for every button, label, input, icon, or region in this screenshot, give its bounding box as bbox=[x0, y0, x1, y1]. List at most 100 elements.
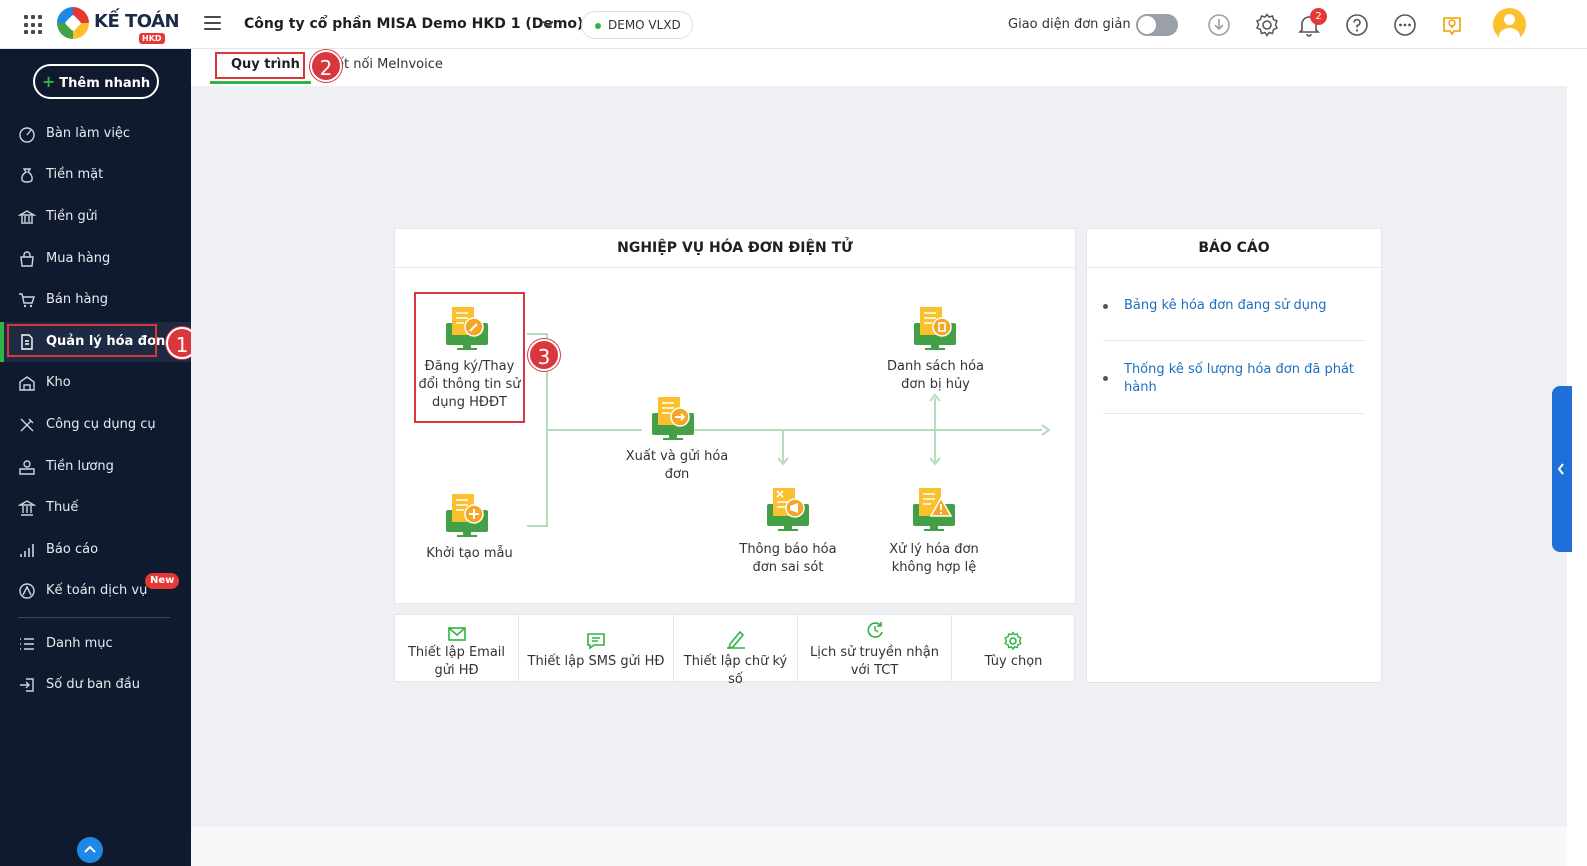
tab-meinvoice[interactable]: ết nối MeInvoice bbox=[336, 57, 443, 72]
right-edge-area bbox=[1567, 49, 1587, 866]
invoice-icon bbox=[21, 334, 33, 350]
email-icon bbox=[448, 627, 466, 641]
shopping-bag-icon bbox=[20, 251, 34, 267]
misa-logo-icon bbox=[57, 7, 89, 39]
notification-badge: 2 bbox=[1310, 8, 1327, 25]
node-label: Xử lý hóa đơn không hợp lệ bbox=[889, 542, 979, 575]
node-error-notice[interactable]: Thông báo hóa đơn sai sót bbox=[730, 486, 846, 576]
database-name: DEMO VLXD bbox=[608, 18, 681, 32]
invoice-warning-icon bbox=[913, 488, 955, 531]
sidebar-item-tools[interactable]: Công cụ dụng cụ bbox=[0, 405, 191, 445]
sidebar-item-cash[interactable]: Tiền mặt bbox=[0, 155, 191, 195]
sidebar-item-label: Bán hàng bbox=[46, 292, 108, 307]
chevron-up-icon[interactable] bbox=[77, 837, 103, 863]
node-cancelled-invoice-list[interactable]: Danh sách hóa đơn bị hủy bbox=[880, 305, 991, 395]
tab-workflow[interactable]: Quy trình bbox=[231, 57, 300, 72]
invoice-edit-icon bbox=[446, 307, 488, 350]
sidebar-item-sales[interactable]: Bán hàng bbox=[0, 280, 191, 320]
node-invalid-invoice-handling[interactable]: Xử lý hóa đơn không hợp lệ bbox=[880, 486, 988, 576]
sidebar-item-label: Bàn làm việc bbox=[46, 126, 131, 141]
help-icon[interactable] bbox=[1344, 12, 1370, 38]
download-icon[interactable] bbox=[1206, 12, 1232, 38]
arrow-up-icon bbox=[929, 393, 941, 402]
report-link-label: Thống kê số lượng hóa đơn đã phát hành bbox=[1124, 362, 1355, 395]
sidebar-item-deposit[interactable]: Tiền gửi bbox=[0, 197, 191, 237]
company-selector[interactable]: Công ty cổ phần MISA Demo HKD 1 (Demo) bbox=[244, 16, 584, 32]
menu-toggle-icon[interactable] bbox=[204, 16, 221, 30]
sidebar-item-label: Thuế bbox=[46, 500, 79, 515]
tool-label: Thiết lập Email gửi HĐ bbox=[407, 645, 506, 678]
sidebar-item-tax[interactable]: Thuế bbox=[0, 488, 191, 528]
bullet-icon bbox=[1103, 304, 1108, 309]
tool-digital-signature[interactable]: Thiết lập chữ ký số bbox=[674, 615, 798, 687]
sidebar-item-reports[interactable]: Báo cáo bbox=[0, 530, 191, 570]
salary-icon bbox=[19, 460, 35, 475]
node-label: Khởi tạo mẫu bbox=[426, 546, 513, 561]
tool-email-setup[interactable]: Thiết lập Email gửi HĐ bbox=[395, 615, 519, 681]
node-label: Danh sách hóa đơn bị hủy bbox=[886, 359, 984, 392]
flow-connector bbox=[546, 429, 642, 431]
flow-connector bbox=[934, 398, 936, 462]
database-selector[interactable]: DEMO VLXD bbox=[581, 11, 693, 39]
tools-icon bbox=[20, 418, 34, 432]
report-divider bbox=[1103, 413, 1365, 414]
report-link-issued-count[interactable]: Thống kê số lượng hóa đơn đã phát hành bbox=[1103, 361, 1365, 399]
highlight-box-tab bbox=[215, 52, 305, 79]
simple-ui-label: Giao diện đơn giản bbox=[1008, 17, 1131, 32]
node-create-template[interactable]: Khởi tạo mẫu bbox=[414, 492, 525, 562]
bullet-icon bbox=[1103, 376, 1108, 381]
money-bag-icon bbox=[21, 168, 33, 183]
gear-icon[interactable] bbox=[1254, 12, 1280, 38]
sidebar-divider bbox=[18, 617, 170, 618]
sidebar-item-label: Kho bbox=[46, 375, 71, 390]
simple-ui-toggle[interactable] bbox=[1136, 14, 1178, 36]
side-panel-toggle[interactable] bbox=[1552, 386, 1572, 552]
sidebar-item-label: Số dư ban đầu bbox=[46, 677, 141, 692]
top-bar: KẾ TOÁN HKD Công ty cổ phần MISA Demo HK… bbox=[0, 0, 1587, 49]
app-launcher-icon[interactable] bbox=[24, 15, 44, 35]
report-divider bbox=[1103, 340, 1365, 341]
settings-icon bbox=[1004, 631, 1022, 651]
sms-icon bbox=[587, 633, 605, 650]
sidebar-item-catalog[interactable]: Danh mục bbox=[0, 624, 191, 664]
user-avatar[interactable] bbox=[1493, 8, 1526, 41]
settings-toolbar: Thiết lập Email gửi HĐ Thiết lập SMS gửi… bbox=[394, 614, 1075, 687]
quick-add-button[interactable]: +Thêm nhanh bbox=[33, 64, 159, 99]
plus-icon: + bbox=[41, 72, 56, 91]
warehouse-icon bbox=[19, 376, 35, 391]
invoice-cancel-icon bbox=[914, 307, 956, 350]
flow-connector bbox=[527, 525, 547, 527]
tool-sms-setup[interactable]: Thiết lập SMS gửi HĐ bbox=[519, 615, 674, 681]
report-chart-icon bbox=[20, 544, 34, 557]
workflow-title: NGHIỆP VỤ HÓA ĐƠN ĐIỆN TỬ bbox=[395, 229, 1075, 268]
sidebar-item-label: Danh mục bbox=[46, 636, 113, 651]
more-options-icon[interactable] bbox=[1392, 12, 1418, 38]
sidebar-item-label: Quản lý hóa đơn bbox=[46, 334, 166, 349]
sidebar-item-label: Kế toán dịch vụ bbox=[46, 583, 148, 598]
sidebar-item-purchase[interactable]: Mua hàng bbox=[0, 239, 191, 279]
step-badge-3: 3 bbox=[528, 339, 560, 371]
tool-label: Lịch sử truyền nhận với TCT bbox=[810, 645, 939, 678]
sidebar-item-salary[interactable]: Tiền lương bbox=[0, 447, 191, 487]
report-link-invoice-usage[interactable]: Bảng kê hóa đơn đang sử dụng bbox=[1103, 297, 1365, 317]
node-issue-send-invoice[interactable]: Xuất và gửi hóa đơn bbox=[612, 395, 742, 482]
list-icon bbox=[20, 638, 34, 650]
sidebar-item-accounting-service[interactable]: Kế toán dịch vụ bbox=[0, 571, 191, 611]
sidebar-item-label: Tiền mặt bbox=[46, 167, 104, 182]
node-register-einvoice[interactable]: Đăng ký/Thay đổi thông tin sử dụng HĐĐT bbox=[414, 305, 525, 417]
ideas-lightbulb-icon[interactable] bbox=[1439, 12, 1465, 38]
active-tab-indicator bbox=[210, 81, 311, 84]
sidebar-item-warehouse[interactable]: Kho bbox=[0, 363, 191, 403]
logo-badge: HKD bbox=[139, 33, 165, 44]
sidebar-item-opening-balance[interactable]: Số dư ban đầu bbox=[0, 665, 191, 705]
node-label: Xuất và gửi hóa đơn bbox=[625, 449, 729, 482]
sidebar-item-label: Mua hàng bbox=[46, 251, 111, 266]
bank-icon bbox=[18, 210, 36, 224]
chevron-down-icon[interactable] bbox=[541, 17, 555, 31]
highlight-box-invoice-menu bbox=[7, 324, 157, 357]
tool-transmission-history[interactable]: Lịch sử truyền nhận với TCT bbox=[798, 615, 952, 681]
tool-options[interactable]: Tùy chọn bbox=[952, 615, 1075, 681]
sidebar-item-dashboard[interactable]: Bàn làm việc bbox=[0, 114, 191, 154]
report-link-label: Bảng kê hóa đơn đang sử dụng bbox=[1124, 298, 1327, 313]
flow-connector bbox=[527, 333, 547, 335]
